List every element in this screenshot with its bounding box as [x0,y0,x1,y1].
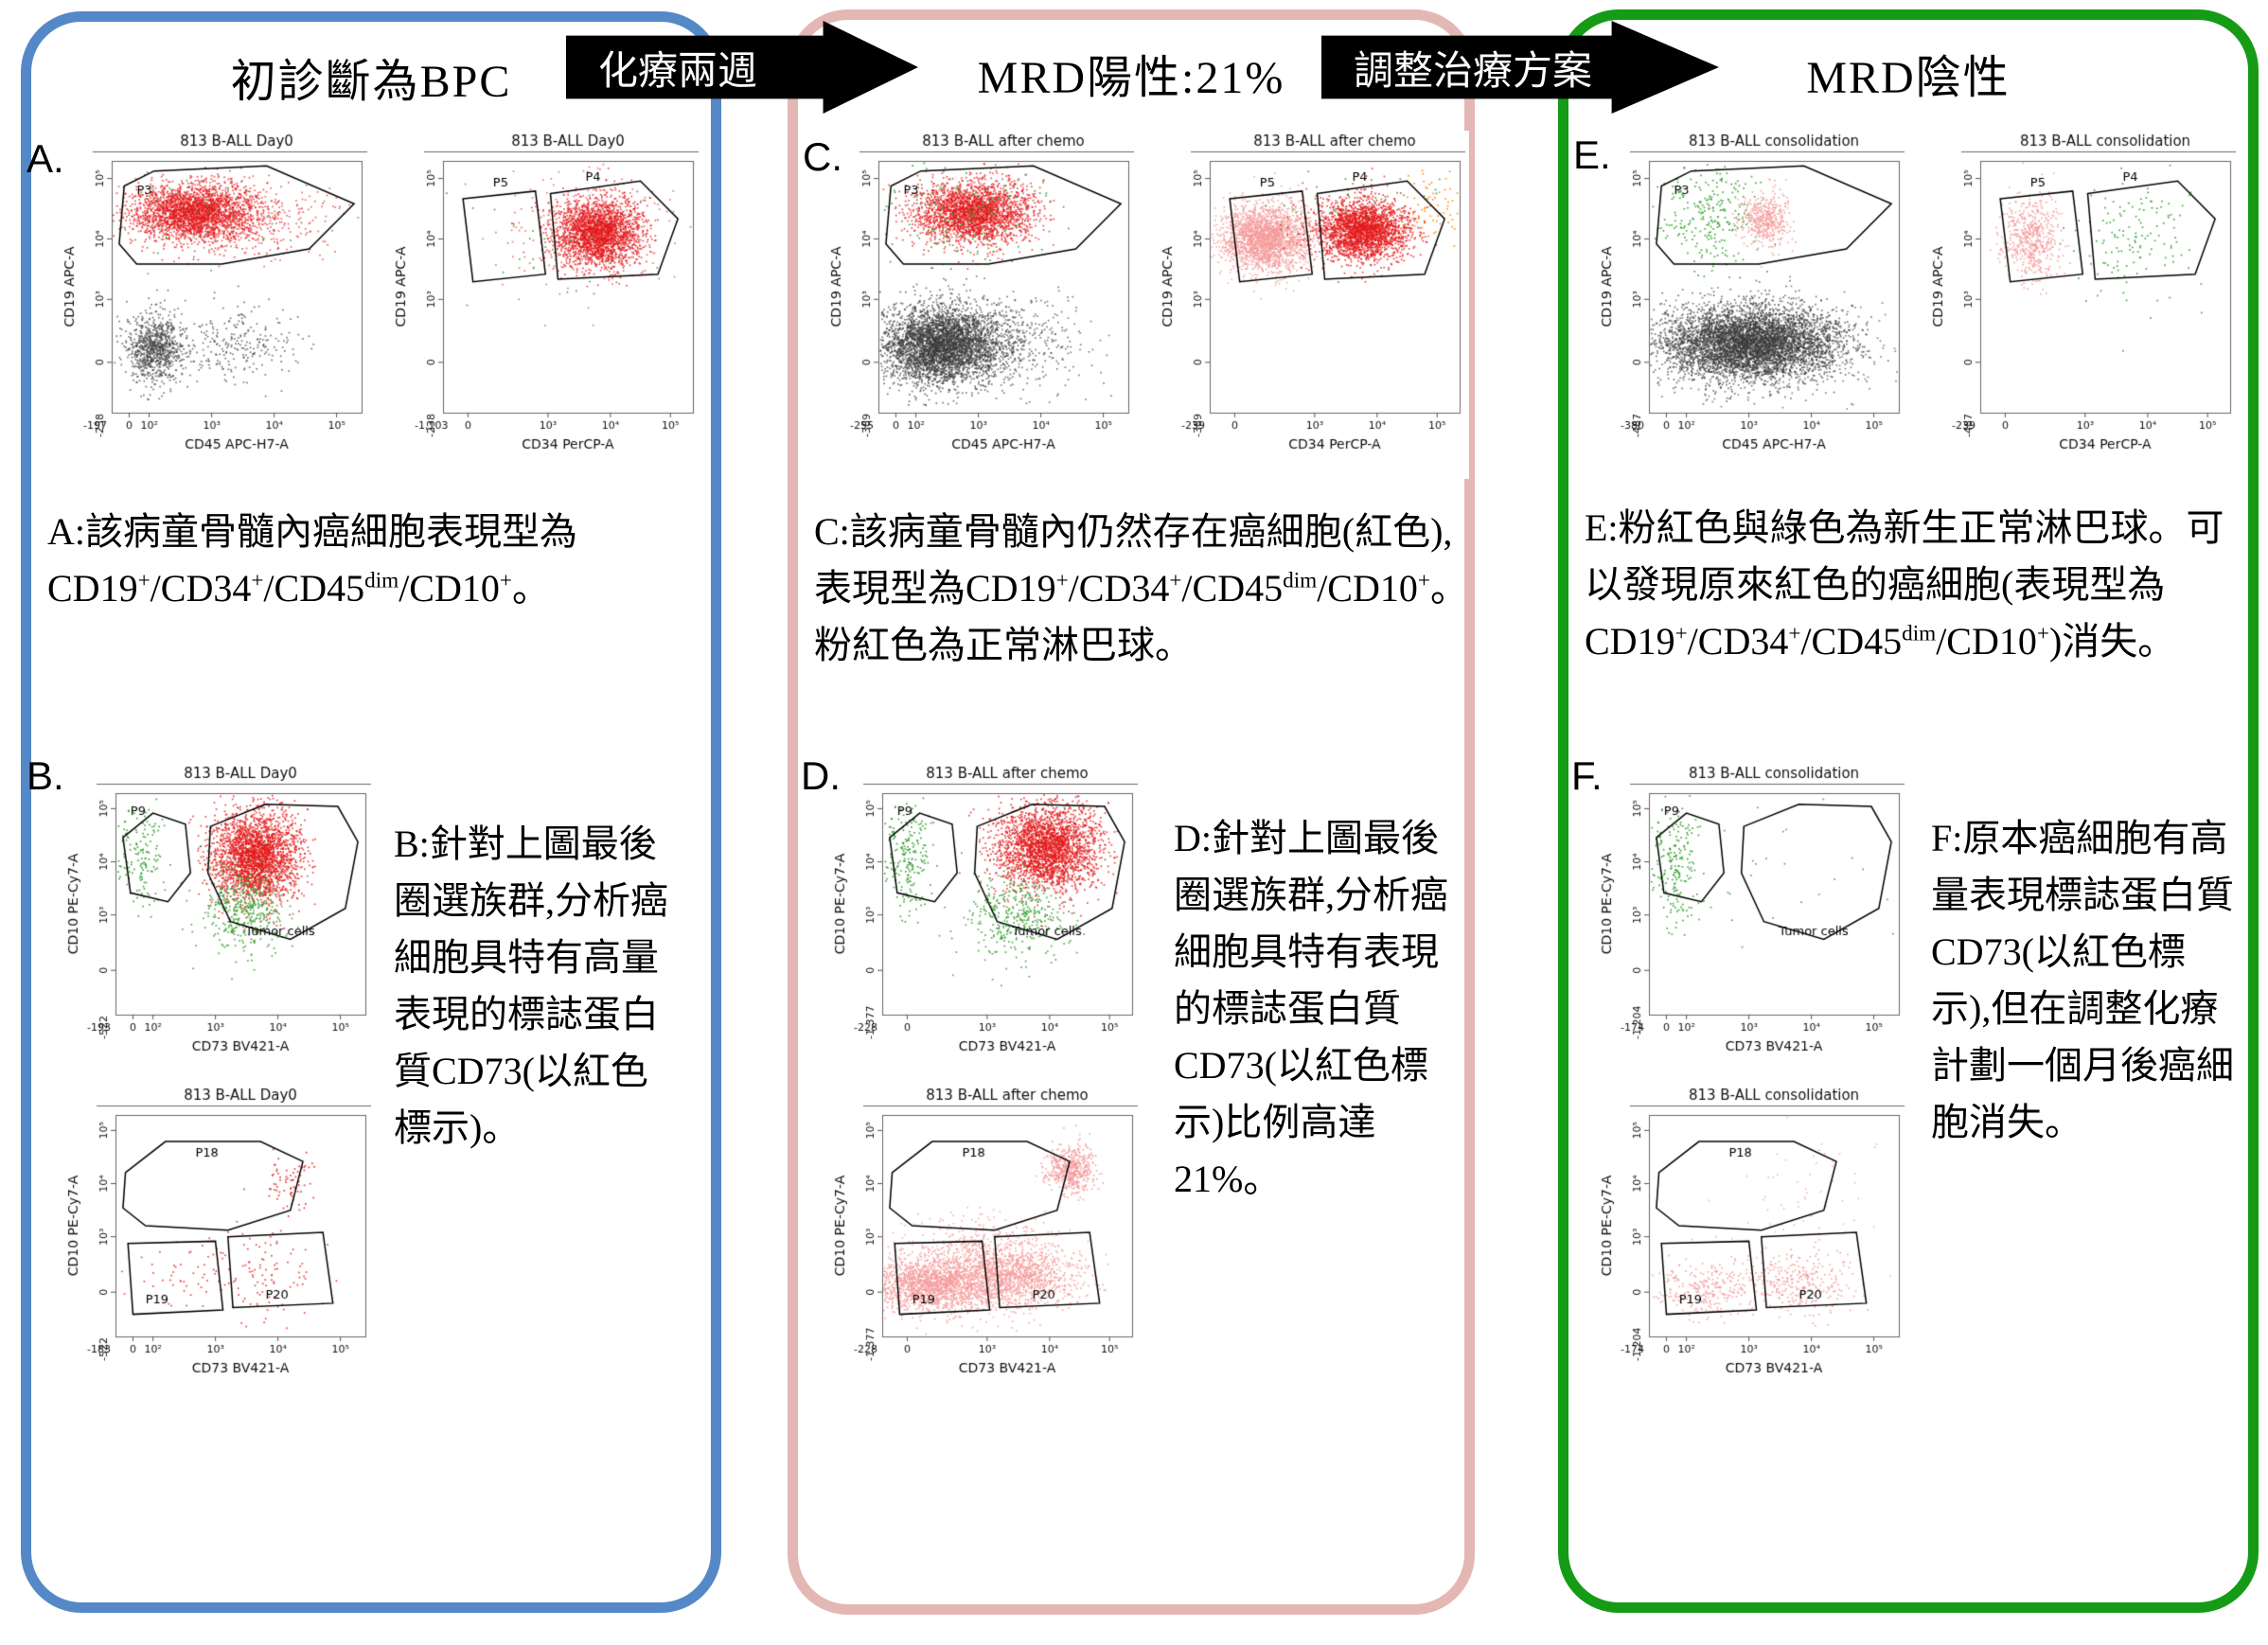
caption-b: B:針對上圖最後圈選族群,分析癌細胞具特有高量表現的標誌蛋白質CD73(以紅色標… [394,822,668,1149]
flow-plot-a1-cd19-vs-cd45 [59,131,371,479]
flow-plot-d2-cd10-vs-cd73 [829,1085,1142,1403]
caption-d: D:針對上圖最後圈選族群,分析癌細胞具特有表現的標誌蛋白質CD73(以紅色標示)… [1174,817,1448,1200]
panel-letter-a: A. [27,136,64,181]
adjust-treatment-arrow-label: 調整治療方案 [1354,49,1593,94]
flow-plot-d1-cd10-vs-cd73 [829,763,1142,1081]
flow-plot-b2-cd10-vs-cd73 [62,1085,375,1403]
flow-plot-e2-cd19-vs-cd34 [1927,131,2240,479]
panel-letter-b: B. [27,753,64,798]
caption-c: C:該病童骨髓內仍然存在癌細胞(紅色),表現型為CD19+/CD34+/CD45… [814,510,1468,666]
panel-letter-e: E. [1573,133,1611,177]
panel-letter-f: F. [1571,753,1603,798]
caption-a: A:該病童骨髓內癌細胞表現型為CD19+/CD34+/CD45dim/CD10+… [47,510,577,610]
initial-diagnosis-title: 初診斷為BPC [230,57,512,107]
caption-e: E:粉紅色與綠色為新生正常淋巴球。可以發現原來紅色的癌細胞(表現型為CD19+/… [1585,506,2224,663]
flow-plot-c1-cd19-vs-cd45 [825,131,1138,479]
flow-plot-f2-cd10-vs-cd73 [1596,1085,1908,1403]
caption-f: F:原本癌細胞有高量表現標誌蛋白質CD73(以紅色標示),但在調整化療計劃一個月… [1931,817,2234,1143]
chemo-two-weeks-arrow-label: 化療兩週 [598,49,758,94]
panel-letter-c: C. [803,134,842,179]
mrd-negative-panel-border [1558,9,2259,1613]
flow-plot-c2-cd19-vs-cd34 [1157,131,1469,479]
flow-plot-b1-cd10-vs-cd73 [62,763,375,1081]
mrd-negative-title: MRD陰性 [1806,53,2011,103]
flow-plot-f1-cd10-vs-cd73 [1596,763,1908,1081]
chemo-two-weeks-arrow: 化療兩週 [566,21,918,114]
initial-diagnosis-panel-border [21,11,721,1613]
mrd-positive-panel-border [788,9,1475,1615]
mrd-positive-title: MRD陽性:21% [977,53,1285,103]
panel-letter-d: D. [801,753,841,798]
flow-plot-e1-cd19-vs-cd45 [1596,131,1908,479]
flow-plot-a2-cd19-vs-cd34 [390,131,702,479]
